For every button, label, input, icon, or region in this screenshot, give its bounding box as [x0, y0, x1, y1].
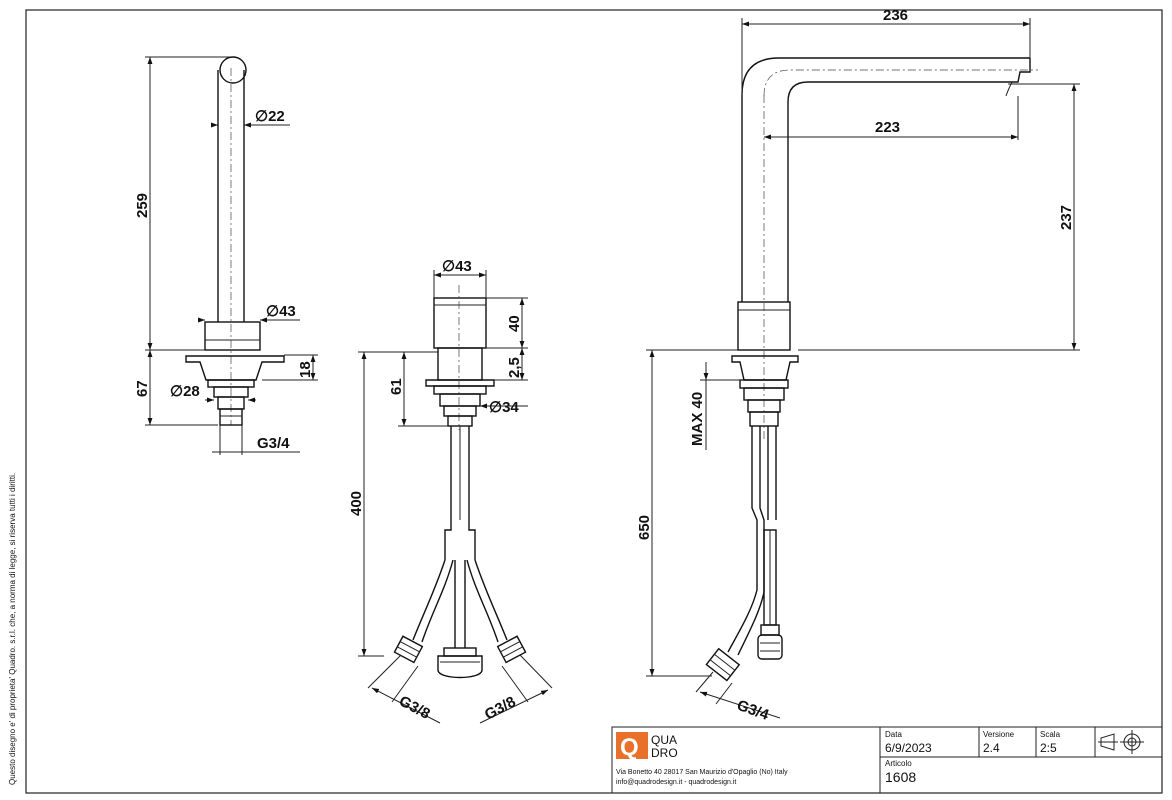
label-version: Versione	[983, 730, 1015, 739]
company-contact: info@quadrodesign.it - quadrodesign.it	[616, 779, 736, 786]
dim-side-thread: G3/4	[257, 435, 290, 452]
dim-front-max-deck: MAX 40	[689, 392, 706, 446]
handle-view: ∅43 40 2,5 61 ∅34 400 G3/8 G3/8	[348, 258, 553, 724]
dim-side-shank-diameter: ∅28	[170, 383, 200, 400]
dim-handle-body-height: 61	[388, 378, 405, 395]
dim-front-height: 237	[1058, 205, 1075, 230]
label-date: Data	[885, 730, 902, 739]
label-article: Articolo	[885, 759, 912, 768]
dim-handle-top-diameter: ∅43	[442, 258, 472, 275]
drawing-border	[25, 9, 1163, 794]
dim-handle-shank-diameter: ∅34	[489, 399, 519, 416]
value-version: 2.4	[983, 741, 1000, 755]
dim-front-reach: 236	[883, 7, 908, 24]
dim-front-inner-reach: 223	[875, 119, 900, 136]
label-scale: Scala	[1040, 730, 1061, 739]
dim-handle-thread-right: G3/8	[482, 693, 519, 723]
dim-front-hose-length: 650	[636, 515, 653, 540]
value-scale: 2:5	[1040, 741, 1057, 755]
dim-handle-thread-left: G3/8	[396, 693, 433, 723]
value-date: 6/9/2023	[885, 741, 932, 755]
brand-logo-q: Q	[620, 734, 639, 761]
side-view: 259 67 ∅22 ∅43 18 ∅28 G3/4	[134, 56, 318, 455]
brand-logo	[616, 732, 648, 759]
dim-side-base-height: 67	[134, 380, 151, 397]
projection-symbol-icon	[1098, 730, 1144, 754]
value-article: 1608	[885, 769, 916, 785]
dim-handle-gap: 2,5	[506, 357, 523, 378]
brand-logo-top: QUA	[651, 733, 677, 747]
dim-side-flange: 18	[297, 361, 314, 378]
copyright-notice: Questo disegno e' di proprieta' Quadro. …	[8, 473, 17, 785]
dim-side-base-diameter: ∅43	[266, 303, 296, 320]
dim-handle-hose-length: 400	[348, 491, 365, 516]
company-address: Via Bonetto 40 28017 San Maurizio d'Opag…	[616, 769, 788, 776]
dim-side-tube-diameter: ∅22	[255, 108, 285, 125]
dim-side-height: 259	[134, 193, 151, 218]
brand-logo-bottom: DRO	[651, 746, 678, 760]
title-block: Q QUA DRO Via Bonetto 40 28017 San Mauri…	[611, 726, 1163, 794]
dim-handle-height: 40	[506, 315, 523, 332]
dim-front-thread: G3/4	[735, 697, 772, 724]
front-view: 236 223 237 MAX 40 650 G3/4	[636, 7, 1080, 724]
